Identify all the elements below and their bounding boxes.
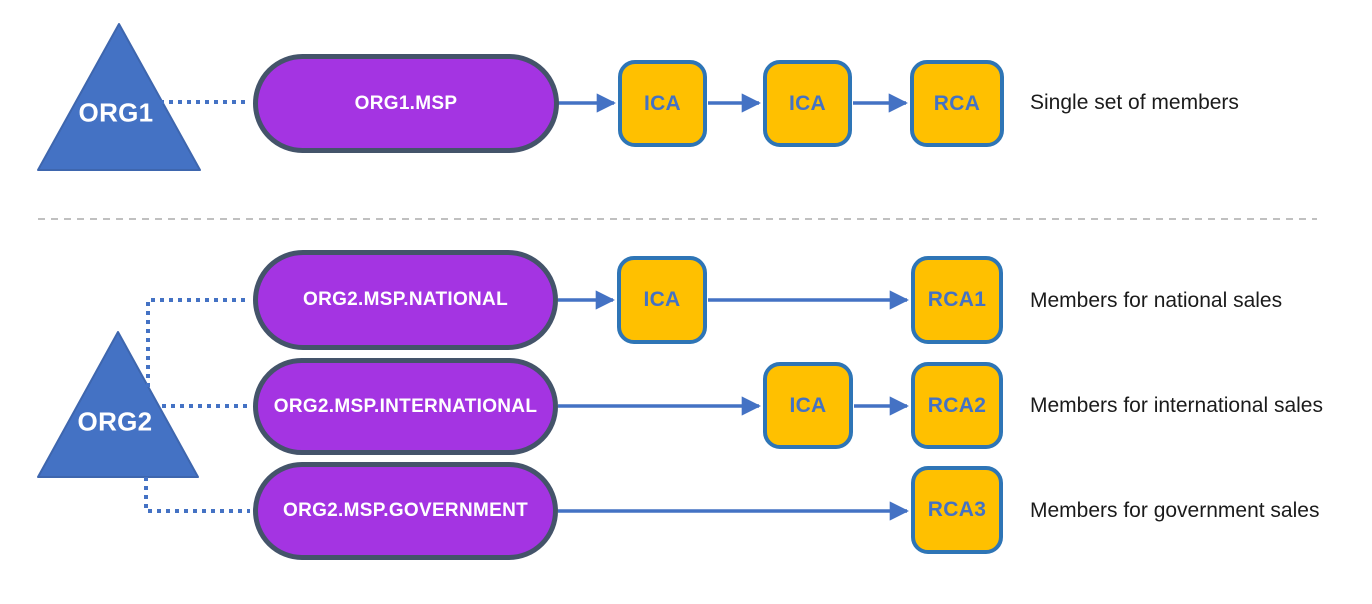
org2-national-note: Members for national sales <box>1030 289 1283 312</box>
org2-government-msp-node: ORG2.MSP.GOVERNMENT <box>253 462 558 560</box>
org1-rca-node: RCA <box>910 60 1004 147</box>
org2-rca2-node: RCA2 <box>911 362 1003 449</box>
org2-triangle-icon <box>37 331 199 478</box>
org2-national-msp-node: ORG2.MSP.NATIONAL <box>253 250 558 350</box>
org2-international-msp-node: ORG2.MSP.INTERNATIONAL <box>253 358 558 455</box>
org1-msp-node: ORG1.MSP <box>253 54 559 153</box>
org2-rca3-node: RCA3 <box>911 466 1003 554</box>
org1-note: Single set of members <box>1030 91 1239 114</box>
org1-ica2-node: ICA <box>763 60 852 147</box>
org1-triangle-icon <box>37 23 201 171</box>
org2-international-note: Members for international sales <box>1030 394 1323 417</box>
org1-label: ORG1 <box>78 97 154 128</box>
org2-national-ica-node: ICA <box>617 256 707 344</box>
org2-government-note: Members for government sales <box>1030 499 1320 522</box>
org2-national-dotted-connector <box>146 298 250 387</box>
org1-ica1-node: ICA <box>618 60 707 147</box>
org2-rca1-node: RCA1 <box>911 256 1003 344</box>
org2-government-dotted-connector <box>144 477 250 513</box>
org2-international-ica-node: ICA <box>763 362 853 449</box>
org2-label: ORG2 <box>77 406 153 437</box>
